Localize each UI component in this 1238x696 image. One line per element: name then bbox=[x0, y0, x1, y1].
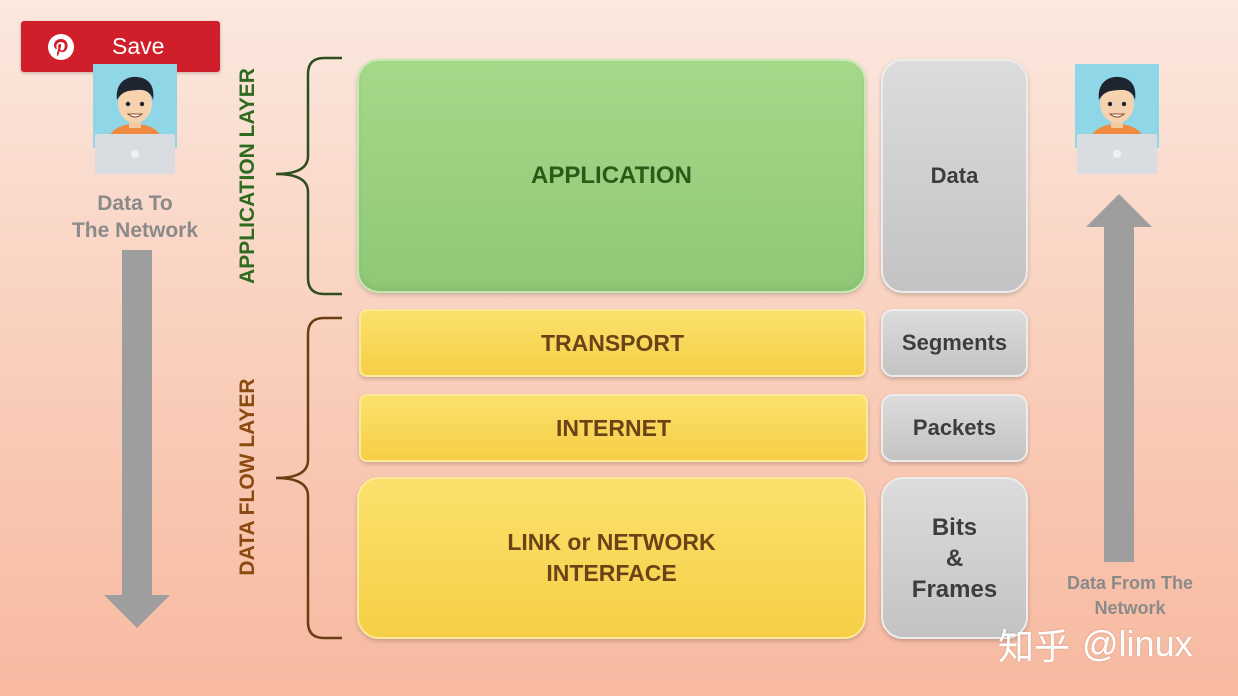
internet-layer-box: INTERNET bbox=[359, 394, 868, 462]
data-unit-label: Data bbox=[930, 163, 979, 188]
up-arrow-icon bbox=[1086, 194, 1152, 562]
segments-unit-box: Segments bbox=[881, 309, 1028, 377]
caption-line: Data From The bbox=[1066, 573, 1194, 593]
save-button-label: Save bbox=[112, 33, 165, 59]
transport-layer-box: TRANSPORT bbox=[359, 309, 866, 377]
watermark-handle: @linux bbox=[1082, 623, 1193, 664]
data-flow-layer-label: DATA FLOW LAYER bbox=[236, 378, 259, 576]
bits-frames-line: Frames bbox=[911, 575, 998, 603]
caption-line: Network bbox=[1094, 598, 1166, 618]
segments-unit-label: Segments bbox=[901, 330, 1008, 355]
caption-line: The Network bbox=[71, 219, 199, 242]
caption-line: Data To bbox=[97, 192, 173, 215]
packets-unit-box: Packets bbox=[881, 394, 1028, 462]
user-receiver-avatar bbox=[1075, 64, 1159, 174]
data-flow-layer-brace bbox=[275, 316, 342, 640]
application-layer-brace bbox=[275, 56, 342, 296]
bits-frames-unit-box: Bits & Frames bbox=[881, 477, 1028, 639]
application-layer-name: APPLICATION bbox=[531, 162, 692, 189]
data-from-network-caption: Data From The Network bbox=[1045, 571, 1215, 621]
link-layer-box: LINK or NETWORK INTERFACE bbox=[357, 477, 866, 639]
transport-layer-name: TRANSPORT bbox=[540, 329, 685, 356]
link-layer-name-line: LINK or NETWORK bbox=[507, 529, 716, 555]
bits-frames-line: Bits bbox=[931, 513, 978, 541]
down-arrow-icon bbox=[104, 250, 170, 628]
user-sender-avatar bbox=[93, 64, 177, 174]
pinterest-icon bbox=[48, 33, 74, 60]
data-unit-box: Data bbox=[881, 59, 1028, 293]
internet-layer-name: INTERNET bbox=[556, 414, 671, 441]
watermark-site: 知乎 bbox=[998, 626, 1071, 667]
link-layer-name-line: INTERFACE bbox=[546, 560, 677, 586]
packets-unit-label: Packets bbox=[912, 415, 997, 440]
application-layer-box: APPLICATION bbox=[357, 59, 866, 293]
save-button[interactable]: Save bbox=[21, 21, 220, 72]
bits-frames-line: & bbox=[945, 544, 964, 572]
zhihu-watermark: 知乎 @linux bbox=[998, 620, 1223, 668]
data-to-network-caption: Data To The Network bbox=[55, 190, 215, 244]
application-layer-label: APPLICATION LAYER bbox=[236, 68, 259, 284]
